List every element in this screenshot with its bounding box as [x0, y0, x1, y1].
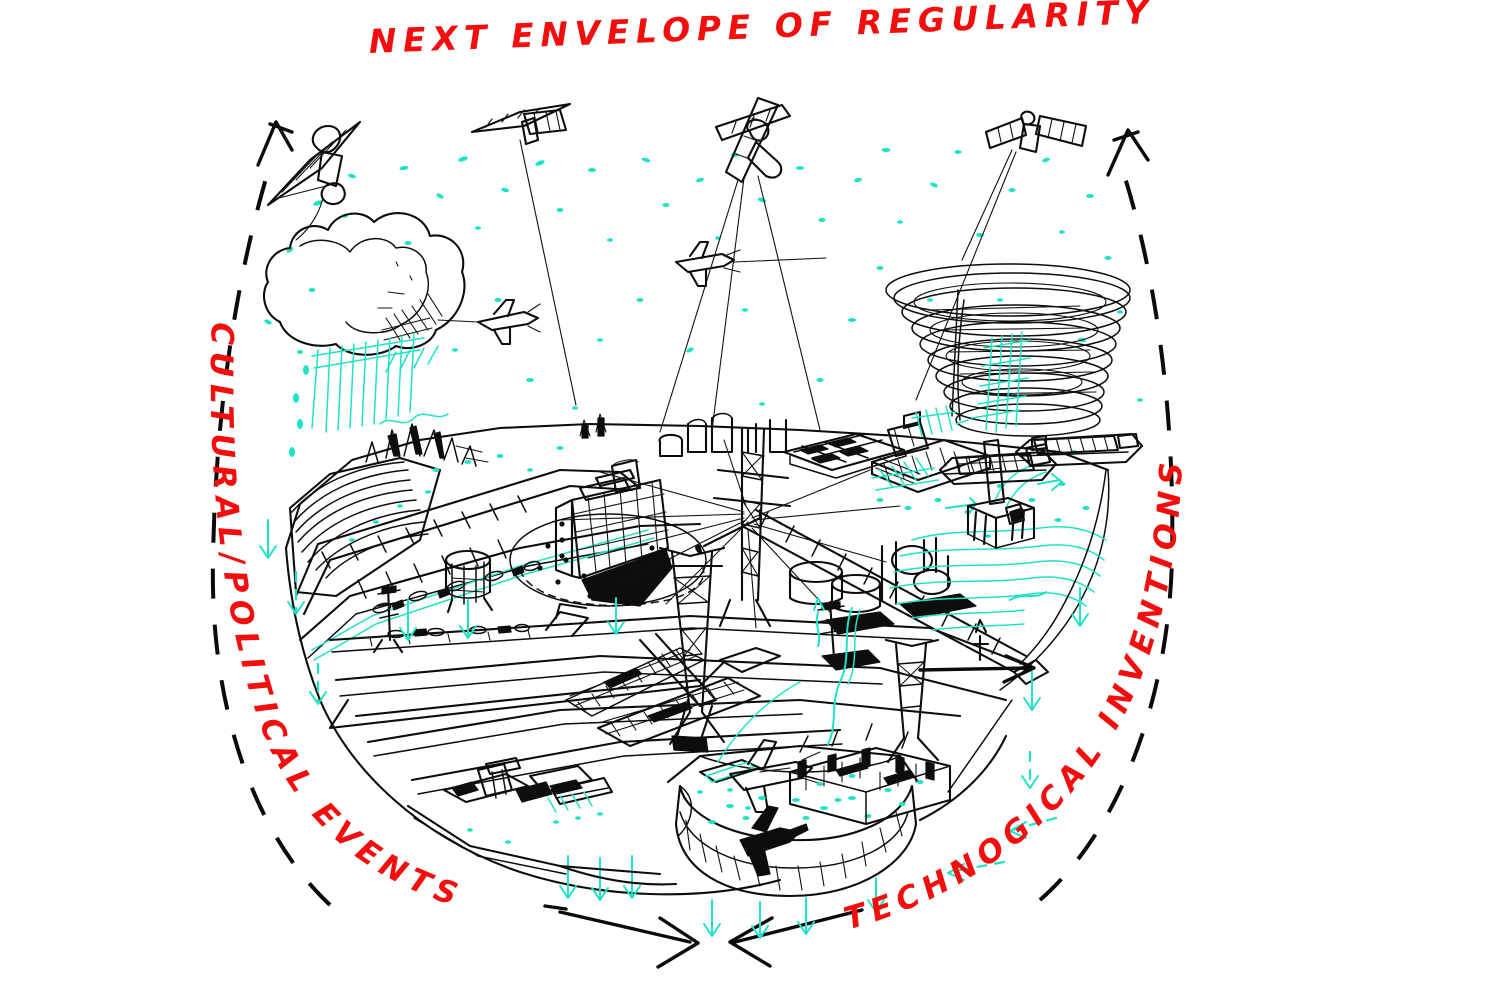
antenna-mast: [372, 584, 404, 654]
airplane-icon: [437, 298, 541, 346]
land-dot-field: [349, 446, 751, 844]
satellite-icon: [266, 120, 362, 207]
river: [813, 597, 861, 745]
highrise-tower: [554, 458, 673, 607]
refinery-plant: [880, 536, 977, 619]
shore-hatch: [547, 791, 603, 824]
highway-network: [328, 602, 1026, 795]
rail-viaduct: [740, 508, 1050, 686]
antenna-mast: [817, 600, 881, 671]
airplane-icon: [674, 240, 827, 288]
transmission-tower-icon: [884, 638, 940, 764]
satellite-icon: [714, 96, 792, 184]
container-ship-icon: [938, 434, 1058, 486]
cloud-icon: [263, 212, 466, 356]
terminal-hangar: [788, 723, 952, 826]
envelope-left-arc: [210, 120, 332, 907]
railyard: [565, 647, 762, 748]
oil-rig-icon: [966, 438, 1036, 550]
atmosphere-speckle-field: [264, 148, 1143, 410]
satellite-beam-lines: [295, 139, 1017, 433]
convergence-arrows: [543, 904, 864, 969]
satellite-icon: [984, 110, 1088, 154]
rain-streaks: [289, 333, 449, 457]
right-axis-label-text: TECHNOGICAL INVENTIONS: [840, 455, 1190, 938]
hurricane-icon: [885, 263, 1131, 437]
envelope-right-arc: [1038, 128, 1175, 902]
city-skyline: [579, 412, 788, 458]
water-tower: [444, 549, 494, 614]
satellite-icon: [470, 102, 572, 146]
airport-apron: [666, 681, 920, 898]
lower-land-edge: [406, 699, 1013, 886]
depot-structures: [442, 756, 614, 806]
